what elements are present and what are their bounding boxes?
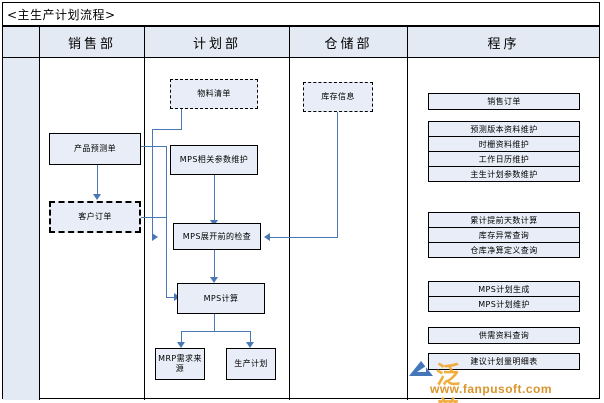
connector-to-mrp bbox=[181, 331, 182, 344]
node-mrp-source[interactable]: MRP需求来源 bbox=[155, 348, 205, 380]
swimlane-header-planning: 计划部 bbox=[145, 27, 290, 58]
swimlane-label-warehouse: 仓储部 bbox=[324, 36, 373, 52]
program-item[interactable]: 预测版本资料维护 bbox=[429, 122, 579, 137]
node-stock-info-label: 库存信息 bbox=[321, 92, 355, 101]
program-item-label: 仓库净算定义查询 bbox=[470, 246, 538, 255]
program-item-label: 累计提前天数计算 bbox=[470, 215, 538, 225]
connector-mpscalc-split bbox=[181, 331, 250, 332]
program-item-label: 时栅资料维护 bbox=[478, 139, 530, 149]
program-item[interactable]: 仓库净算定义查询 bbox=[429, 243, 579, 258]
node-production-plan-label: 生产计划 bbox=[234, 359, 268, 368]
program-item-label: 销售订单 bbox=[487, 97, 521, 106]
swimlane-header-sales: 销售部 bbox=[40, 27, 145, 58]
program-item-label: 供需资料查询 bbox=[478, 331, 530, 340]
node-production-plan[interactable]: 生产计划 bbox=[226, 348, 276, 380]
program-item[interactable]: 供需资料查询 bbox=[429, 328, 579, 343]
connector-mpscalc-down bbox=[214, 314, 215, 332]
diagram-title-bar: <主生产计划流程> bbox=[3, 3, 599, 25]
arrow-into-mrp bbox=[177, 342, 185, 348]
swimlane-header-warehouse: 仓储部 bbox=[290, 27, 408, 58]
swimlane-body-sales bbox=[40, 58, 145, 400]
program-item[interactable]: MPS计划生成 bbox=[429, 282, 579, 297]
program-item[interactable]: 库存异常查询 bbox=[429, 228, 579, 243]
program-item[interactable]: 工作日历维护 bbox=[429, 152, 579, 167]
program-item[interactable]: 时栅资料维护 bbox=[429, 137, 579, 152]
node-product-forecast[interactable]: 产品预测单 bbox=[49, 133, 141, 165]
program-item[interactable]: 销售订单 bbox=[429, 94, 579, 109]
swimlane-header-row: 销售部 计划部 仓储部 程序 bbox=[3, 27, 599, 58]
connector-forecast-rail-down bbox=[166, 146, 167, 298]
connector-bom-down bbox=[181, 109, 182, 130]
program-item[interactable]: 主生计划参数维护 bbox=[429, 167, 579, 182]
page-title: <主生产计划流程> bbox=[7, 7, 116, 22]
program-group-report: 建议计划量明细表 bbox=[428, 353, 580, 370]
connector-bom-to-rail bbox=[152, 129, 182, 130]
node-mps-calc-label: MPS计算 bbox=[203, 293, 239, 303]
title-divider bbox=[3, 25, 599, 27]
program-group-supply: 供需资料查询 bbox=[428, 327, 580, 344]
swimlane-body-planning bbox=[145, 58, 290, 400]
connector-rail-to-mpscalc bbox=[166, 297, 180, 298]
connector-precheck-down bbox=[214, 250, 215, 280]
program-group-query: 累计提前天数计算 库存异常查询 仓库净算定义查询 bbox=[428, 212, 580, 258]
node-mrp-source-label: MRP需求来源 bbox=[158, 354, 202, 373]
swimlane-label-planning: 计划部 bbox=[192, 36, 241, 52]
swimlane-header-spacer bbox=[3, 27, 40, 58]
connector-order-right bbox=[141, 217, 166, 218]
arrow-precheck-into-mpscalc bbox=[210, 277, 218, 283]
node-mps-calc[interactable]: MPS计算 bbox=[177, 283, 265, 314]
program-item[interactable]: 建议计划量明细表 bbox=[429, 354, 579, 369]
program-item[interactable]: 累计提前天数计算 bbox=[429, 213, 579, 228]
program-item-label: 工作日历维护 bbox=[478, 154, 530, 164]
node-bom-label: 物料清单 bbox=[197, 89, 231, 98]
node-bom[interactable]: 物料清单 bbox=[170, 79, 258, 109]
program-item-label: 预测版本资料维护 bbox=[470, 124, 538, 134]
connector-forecast-right bbox=[141, 146, 166, 147]
program-item-label: 主生计划参数维护 bbox=[470, 170, 538, 179]
node-mps-params[interactable]: MPS相关参数维护 bbox=[170, 145, 258, 175]
swimlane-label-sales: 销售部 bbox=[67, 36, 116, 52]
arrow-into-production-plan bbox=[246, 342, 254, 348]
program-group-mps: MPS计划生成 MPS计划维护 bbox=[428, 281, 580, 312]
connector-stock-down bbox=[337, 112, 338, 238]
diagram-frame bbox=[2, 2, 600, 399]
connector-forecast-down bbox=[97, 165, 98, 197]
program-item-label: 库存异常查询 bbox=[478, 230, 530, 240]
arrow-forecast-into-order bbox=[93, 194, 101, 200]
connector-params-down bbox=[214, 175, 215, 223]
connector-rail-left-down bbox=[152, 129, 153, 240]
node-customer-order[interactable]: 客户订单 bbox=[49, 201, 141, 233]
node-mps-params-label: MPS相关参数维护 bbox=[179, 155, 249, 164]
node-stock-info[interactable]: 库存信息 bbox=[303, 82, 373, 112]
program-item[interactable]: MPS计划维护 bbox=[429, 297, 579, 312]
node-product-forecast-label: 产品预测单 bbox=[74, 144, 116, 153]
program-item-label: MPS计划生成 bbox=[478, 284, 530, 294]
connector-stock-left bbox=[268, 237, 338, 238]
swimlane-label-program: 程序 bbox=[487, 36, 520, 52]
arrow-stock-into-precheck bbox=[264, 233, 270, 241]
node-customer-order-label: 客户订单 bbox=[78, 212, 112, 221]
program-group-order: 销售订单 bbox=[428, 93, 580, 110]
swimlane-body-warehouse bbox=[290, 58, 408, 400]
node-mps-precheck-label: MPS展开前的检查 bbox=[182, 231, 252, 241]
program-item-label: 建议计划量明细表 bbox=[470, 357, 538, 366]
program-item-label: MPS计划维护 bbox=[478, 300, 530, 309]
connector-to-plan bbox=[250, 331, 251, 344]
node-mps-precheck[interactable]: MPS展开前的检查 bbox=[173, 223, 261, 250]
arrow-rail-into-precheck bbox=[152, 233, 158, 241]
swimlane-body-spacer bbox=[3, 58, 40, 400]
program-group-maintenance: 预测版本资料维护 时栅资料维护 工作日历维护 主生计划参数维护 bbox=[428, 121, 580, 182]
swimlane-header-program: 程序 bbox=[408, 27, 599, 58]
